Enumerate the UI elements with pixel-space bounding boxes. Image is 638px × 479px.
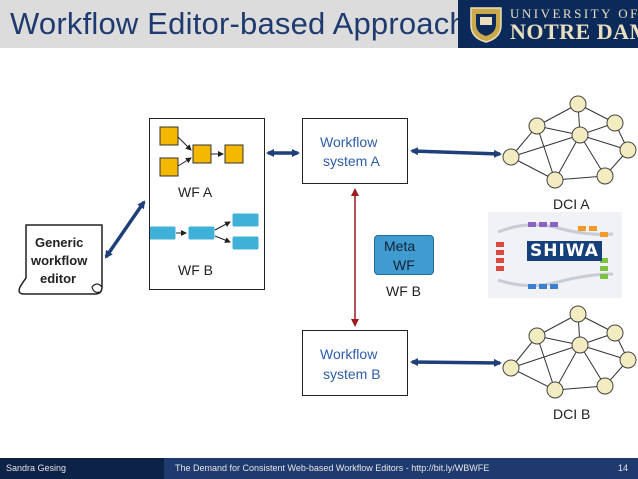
systemB-dciB-arrow — [410, 358, 502, 367]
editor-label-line-2: workflow — [31, 253, 88, 268]
systemA-dciA-arrow — [410, 147, 502, 158]
dci-a-network — [510, 103, 629, 181]
workflow-container — [149, 118, 265, 290]
slide-title: Workflow Editor-based Approach — [10, 6, 467, 41]
wf-b-label: WF B — [178, 262, 213, 278]
wf-b-node — [231, 235, 260, 251]
wf-b-graph — [148, 212, 260, 251]
wf-a-node — [224, 144, 244, 164]
footer-author-block — [0, 458, 164, 479]
logo-line-2: NOTRE DAME — [510, 19, 638, 44]
meta-workflow-line-2: WF — [393, 257, 415, 273]
university-seal-icon — [470, 7, 502, 43]
editor-document-shape — [18, 224, 103, 295]
footer-page-number: 14 — [618, 463, 629, 473]
shiwa-logo-graphic — [496, 222, 614, 289]
dci-b-network — [510, 313, 629, 391]
logo-line-1: UNIVERSITY OF — [510, 6, 638, 21]
wf-a-label: WF A — [178, 184, 213, 200]
workflow-system-a-line-2: system A — [323, 153, 380, 169]
shiwa-logo-text: SHIWA — [527, 241, 602, 261]
workflow-system-a-line-1: Workflow — [320, 134, 378, 150]
dci-a-label: DCI A — [553, 196, 590, 212]
dci-b-nodes — [502, 305, 637, 399]
workflow-system-b-box — [302, 330, 408, 396]
title-bar — [0, 0, 458, 48]
meta-workflow-line-1: Meta — [384, 238, 416, 254]
workflow-system-b-line-2: system B — [323, 366, 381, 382]
footer-author: Sandra Gesing — [6, 463, 67, 473]
wf-a-graph — [159, 126, 244, 177]
workflow-system-b-line-1: Workflow — [320, 346, 378, 362]
workflow-system-a-box — [302, 118, 408, 184]
dci-b-label: DCI B — [553, 406, 591, 422]
editor-label-line-3: editor — [40, 271, 77, 286]
wf-a-node — [159, 126, 179, 146]
dci-a-nodes — [502, 95, 637, 189]
editor-wf-arrow — [104, 200, 146, 259]
wf-b-node — [231, 212, 260, 228]
footer-presentation-title: The Demand for Consistent Web-based Work… — [175, 463, 490, 473]
meta-workflow-box — [374, 235, 434, 275]
meta-workflow-caption: WF B — [386, 283, 421, 299]
wf-b-node — [187, 225, 216, 241]
wf-a-node — [159, 157, 179, 177]
editor-label-line-1: Generic — [35, 235, 84, 250]
